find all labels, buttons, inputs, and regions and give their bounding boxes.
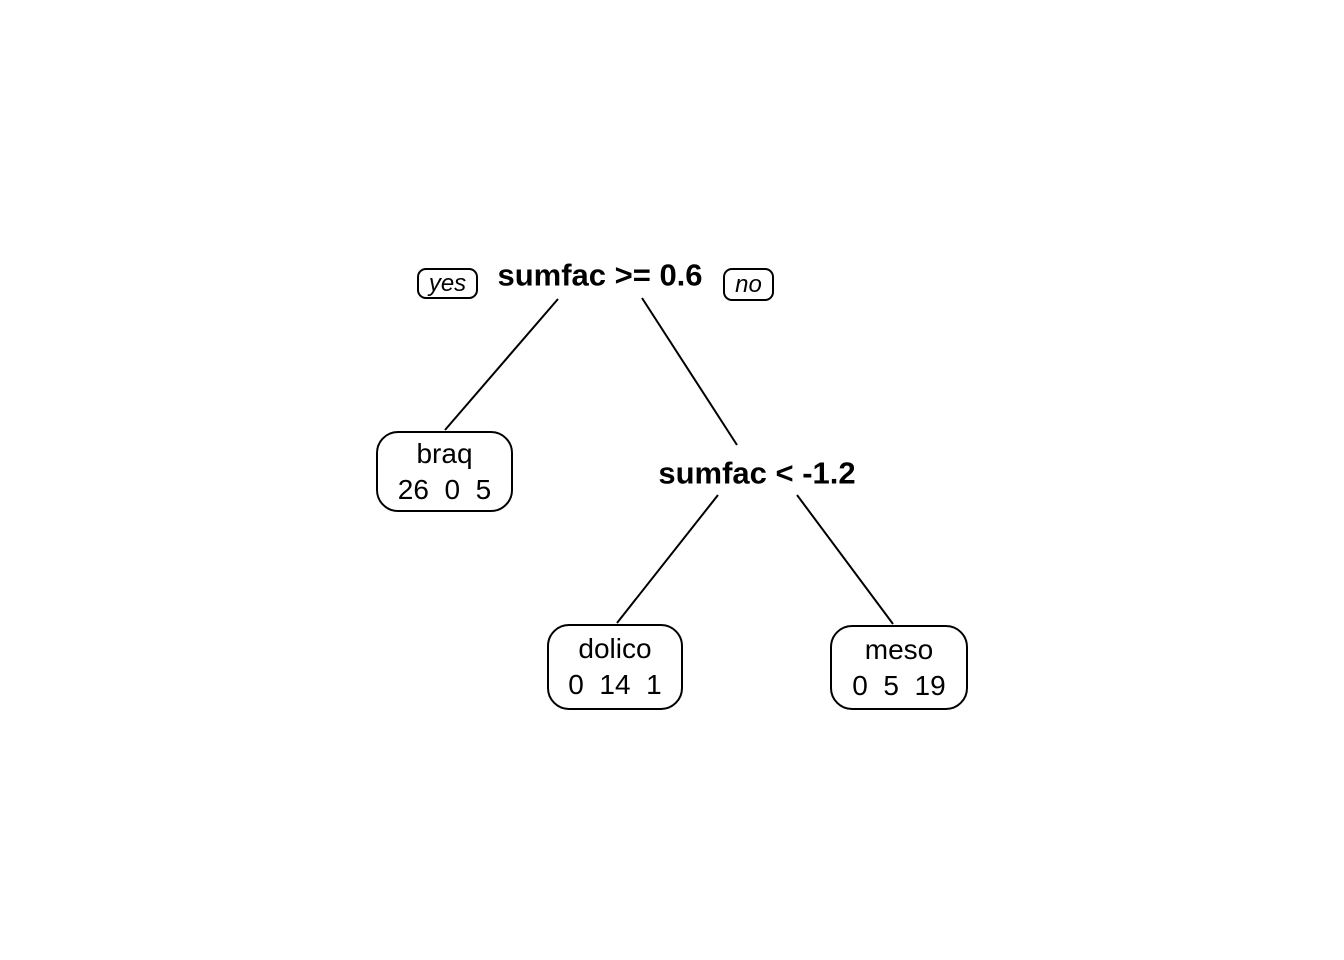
edge-internal-to-dolico [616,494,719,624]
leaf-class-counts: 26 0 5 [397,473,492,505]
no-branch-tag: no [723,268,774,301]
leaf-class-label: dolico [578,633,652,664]
no-branch-label: no [735,270,762,298]
root-split-condition: sumfac >= 0.6 [497,257,703,293]
leaf-class-counts: 0 5 19 [852,669,946,701]
leaf-class-label: meso [864,633,934,665]
edge-internal-to-meso [796,494,894,625]
leaf-node-dolico: dolico 0 14 1 [547,624,683,710]
leaf-node-braq: braq 26 0 5 [376,431,513,512]
yes-branch-tag: yes [417,268,478,299]
internal-split-condition: sumfac < -1.2 [658,455,856,491]
leaf-class-counts: 0 14 1 [568,669,662,700]
edge-root-to-braq [444,298,559,431]
leaf-class-label: braq [416,437,473,469]
leaf-node-meso: meso 0 5 19 [830,625,968,710]
yes-branch-label: yes [428,269,467,297]
edge-root-to-internal [641,297,738,446]
